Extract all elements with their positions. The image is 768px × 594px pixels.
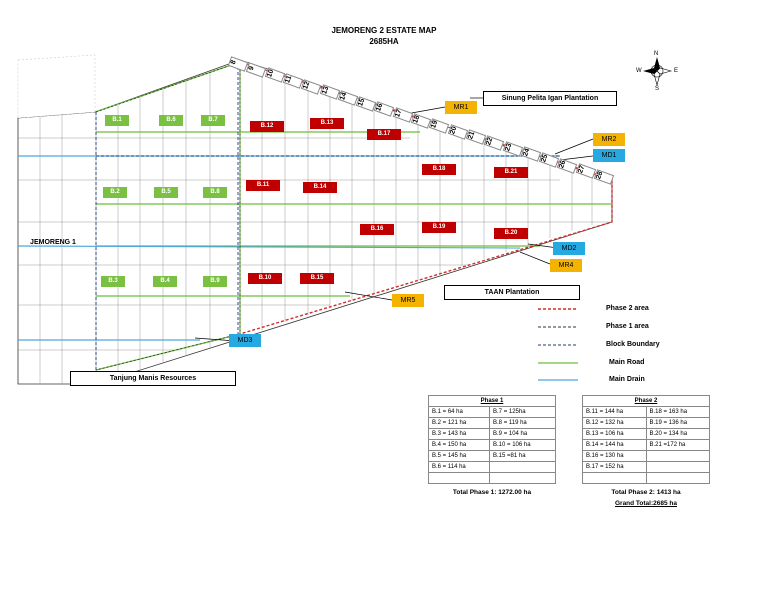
- block-b6[interactable]: B.6: [159, 115, 183, 126]
- compass-n: N: [654, 51, 659, 57]
- jemoreng1-label: JEMORENG 1: [30, 239, 76, 246]
- tanjung-manis-label: Tanjung Manis Resources: [70, 371, 236, 386]
- block-b10[interactable]: B.10: [248, 273, 282, 284]
- compass-icon: [643, 57, 673, 87]
- phase2-total: Total Phase 2: 1413 ha: [611, 489, 681, 496]
- callout-md1[interactable]: MD1: [593, 149, 625, 162]
- block-b15[interactable]: B.15: [300, 273, 334, 284]
- compass-s: S: [655, 86, 660, 92]
- block-b18[interactable]: B.18: [422, 164, 456, 175]
- block-b19[interactable]: B.19: [422, 222, 456, 233]
- callout-mr2[interactable]: MR2: [593, 133, 625, 146]
- legend-main-road: Main Road: [609, 359, 645, 366]
- legend-phase1: Phase 1 area: [606, 323, 649, 330]
- block-b11[interactable]: B.11: [246, 180, 280, 191]
- map-title: JEMORENG 2 ESTATE MAP: [331, 26, 437, 35]
- block-b3[interactable]: B.3: [101, 276, 125, 287]
- sinung-plantation-label: Sinung Pelita Igan Plantation: [483, 91, 617, 106]
- legend-phase2: Phase 2 area: [606, 305, 649, 312]
- block-b8[interactable]: B.8: [203, 187, 227, 198]
- block-b16[interactable]: B.16: [360, 224, 394, 235]
- phase1-total: Total Phase 1: 1272.00 ha: [452, 489, 532, 496]
- callout-mr4[interactable]: MR4: [550, 259, 582, 272]
- block-b7[interactable]: B.7: [201, 115, 225, 126]
- block-b17[interactable]: B.17: [367, 129, 401, 140]
- map-subtitle: 2685HA: [369, 37, 399, 46]
- block-b9[interactable]: B.9: [203, 276, 227, 287]
- block-b4[interactable]: B.4: [153, 276, 177, 287]
- grand-total: Grand Total:2685 ha: [614, 500, 677, 507]
- block-b21[interactable]: B.21: [494, 167, 528, 178]
- callout-md3[interactable]: MD3: [229, 334, 261, 347]
- block-b14[interactable]: B.14: [303, 182, 337, 193]
- block-b20[interactable]: B.20: [494, 228, 528, 239]
- block-b13[interactable]: B.13: [310, 118, 344, 129]
- callout-mr5[interactable]: MR5: [392, 294, 424, 307]
- callout-md2[interactable]: MD2: [553, 242, 585, 255]
- legend-block-boundary: Block Boundary: [606, 341, 660, 348]
- block-b12[interactable]: B.12: [250, 121, 284, 132]
- block-b2[interactable]: B.2: [103, 187, 127, 198]
- compass-w: W: [636, 68, 642, 74]
- phase1-header: Phase 1: [428, 395, 556, 407]
- legend-main-drain: Main Drain: [609, 376, 645, 383]
- compass-e: E: [674, 68, 679, 74]
- block-b5[interactable]: B.5: [154, 187, 178, 198]
- block-b1[interactable]: B.1: [105, 115, 129, 126]
- callout-mr1[interactable]: MR1: [445, 101, 477, 114]
- taan-plantation-label: TAAN Plantation: [444, 285, 580, 300]
- phase2-header: Phase 2: [582, 395, 710, 407]
